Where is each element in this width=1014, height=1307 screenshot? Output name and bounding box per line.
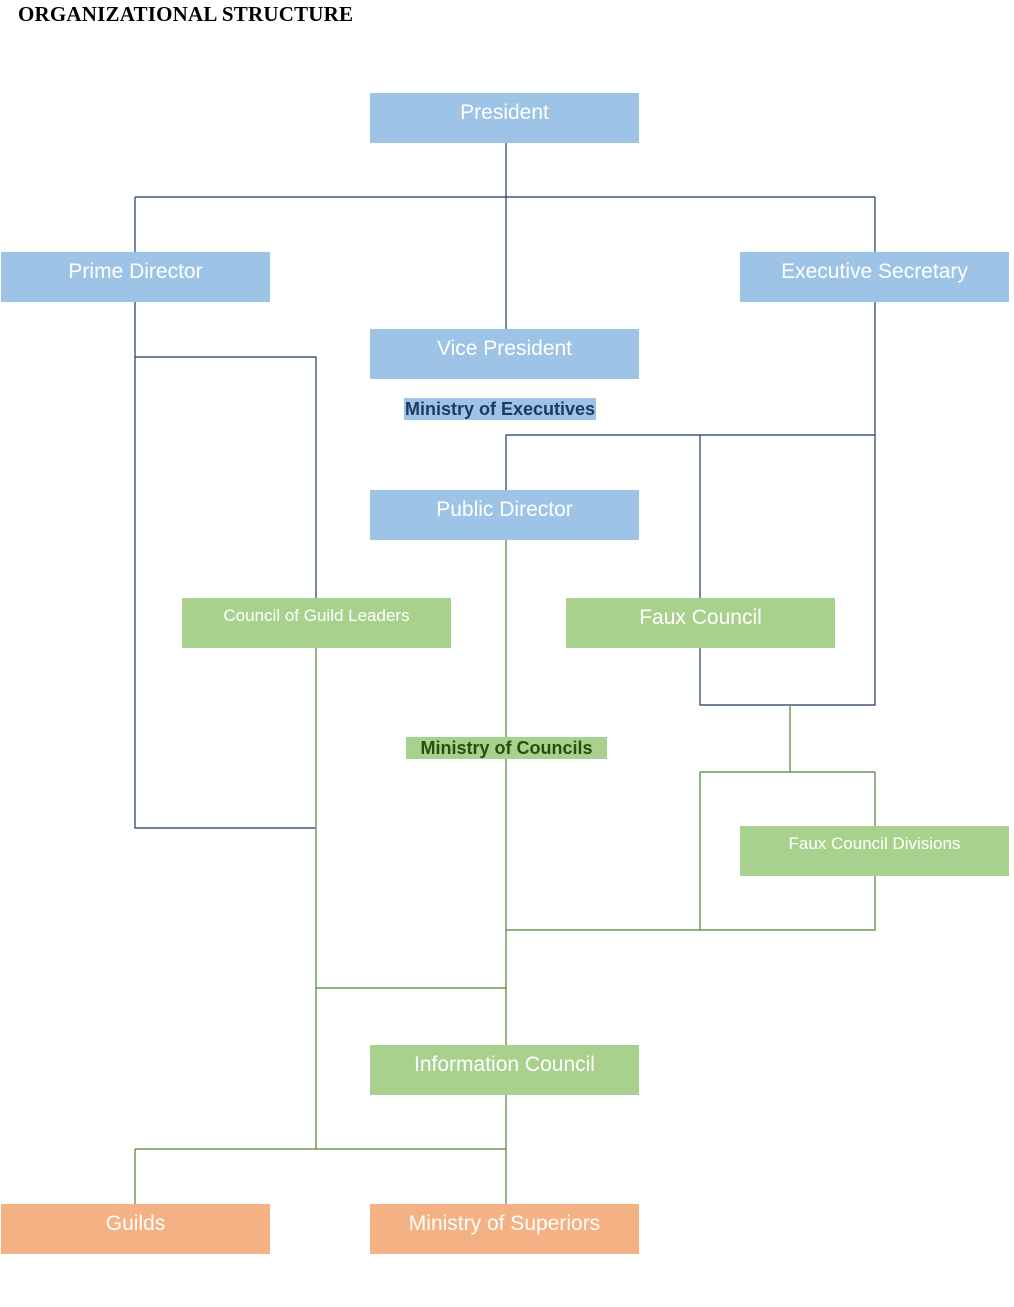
group-label-ministry-of-councils: Ministry of Councils [406,737,607,759]
node-council-of-guild-leaders: Council of Guild Leaders [182,598,451,648]
group-label-ministry-of-executives: Ministry of Executives [404,398,597,420]
page-title: ORGANIZATIONAL STRUCTURE [18,2,354,26]
node-faux-council-divisions: Faux Council Divisions [740,826,1009,876]
node-ministry-of-superiors: Ministry of Superiors [370,1204,639,1254]
node-guilds: Guilds [1,1204,270,1254]
node-faux-council: Faux Council [566,598,835,648]
node-public-director: Public Director [370,490,639,540]
node-executive-secretary: Executive Secretary [740,252,1009,302]
node-vice-president: Vice President [370,329,639,379]
executive-connectors [134,143,876,829]
node-prime-director: Prime Director [1,252,270,302]
council-connectors [134,540,876,1204]
node-information-council: Information Council [370,1045,639,1095]
node-president: President [370,93,639,143]
